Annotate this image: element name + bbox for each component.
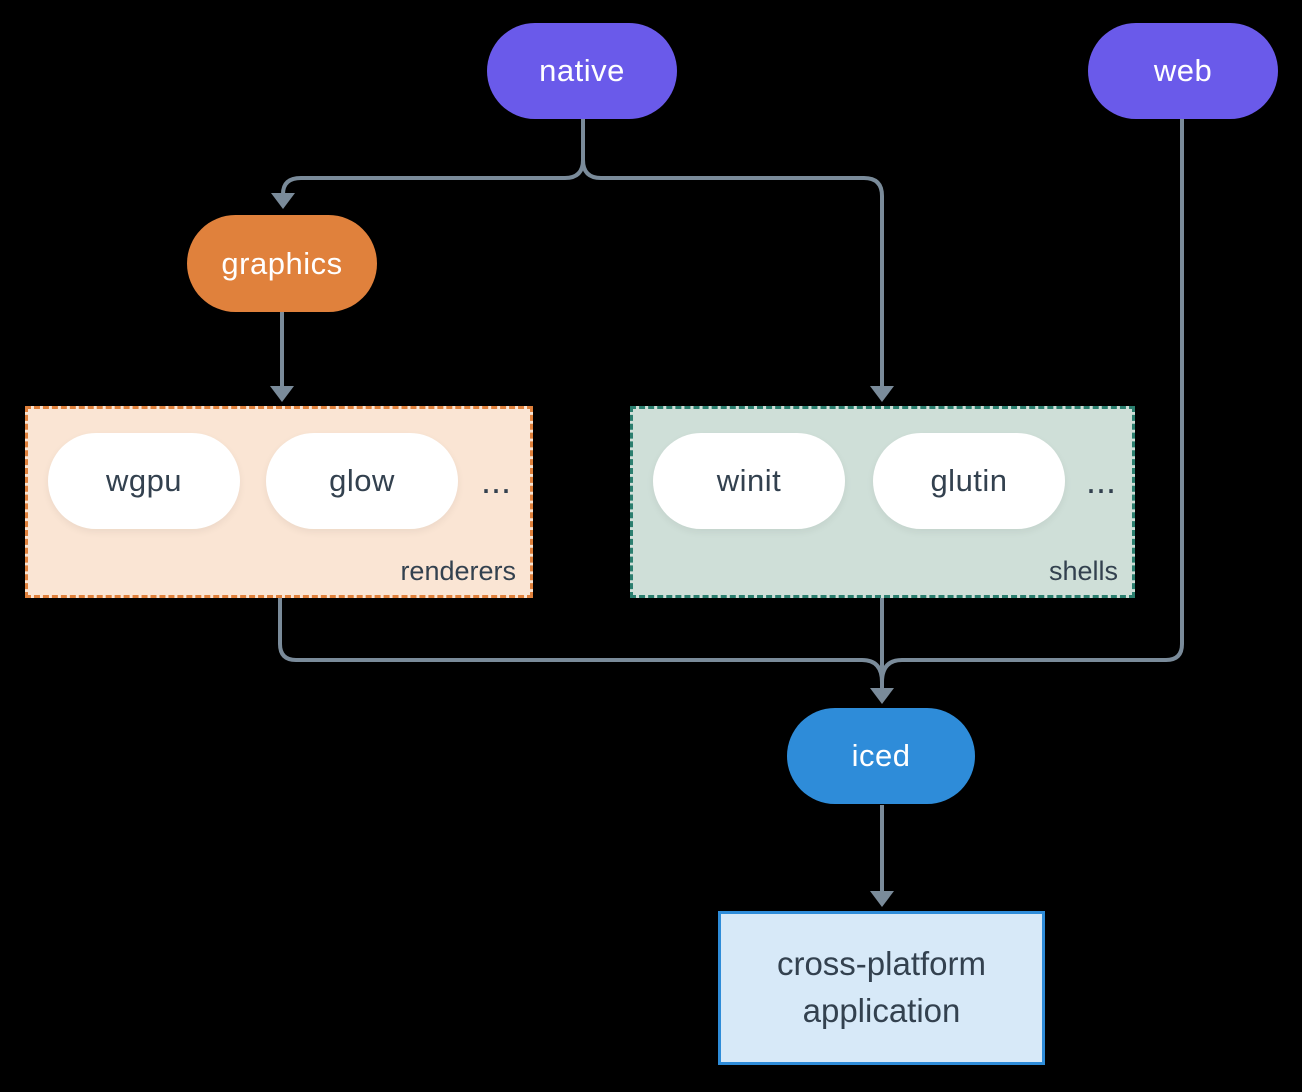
shells-ellipsis: ... [1085, 460, 1116, 501]
node-native-label: native [539, 53, 625, 88]
arrowhead-shells [870, 386, 894, 402]
arrowhead-renderers [270, 386, 294, 402]
node-winit-label: winit [716, 463, 782, 498]
node-winit: winit [653, 433, 845, 529]
arrowhead-app [870, 891, 894, 907]
edge-native-to-graphics [281, 118, 585, 195]
node-glutin: glutin [873, 433, 1065, 529]
app-label-line1: cross-platform [776, 945, 987, 983]
arrowhead-graphics [271, 193, 295, 209]
node-wgpu-label: wgpu [105, 463, 183, 498]
node-graphics-label: graphics [221, 245, 343, 281]
shells-label: shells [1048, 556, 1118, 586]
node-cross-platform-application: cross-platform application [718, 911, 1045, 1065]
node-web-label: web [1153, 53, 1213, 88]
app-label-line2: application [802, 992, 961, 1029]
node-iced-label: iced [851, 738, 911, 773]
edge-web-to-iced [880, 119, 1184, 683]
group-shells: winit glutin ... shells [630, 406, 1135, 598]
node-glow: glow [266, 433, 458, 529]
renderers-label: renderers [400, 556, 516, 586]
node-glow-label: glow [329, 463, 395, 498]
node-graphics: graphics [187, 215, 377, 312]
renderers-ellipsis: ... [480, 460, 511, 501]
node-glutin-label: glutin [930, 463, 1008, 498]
node-wgpu: wgpu [48, 433, 240, 529]
arrowhead-iced [870, 688, 894, 704]
edge-renderers-to-iced [278, 598, 884, 683]
edge-native-to-shells [581, 118, 884, 387]
group-renderers: wgpu glow ... renderers [25, 406, 533, 598]
node-web: web [1088, 23, 1278, 119]
node-iced: iced [787, 708, 975, 804]
node-native: native [487, 23, 677, 119]
